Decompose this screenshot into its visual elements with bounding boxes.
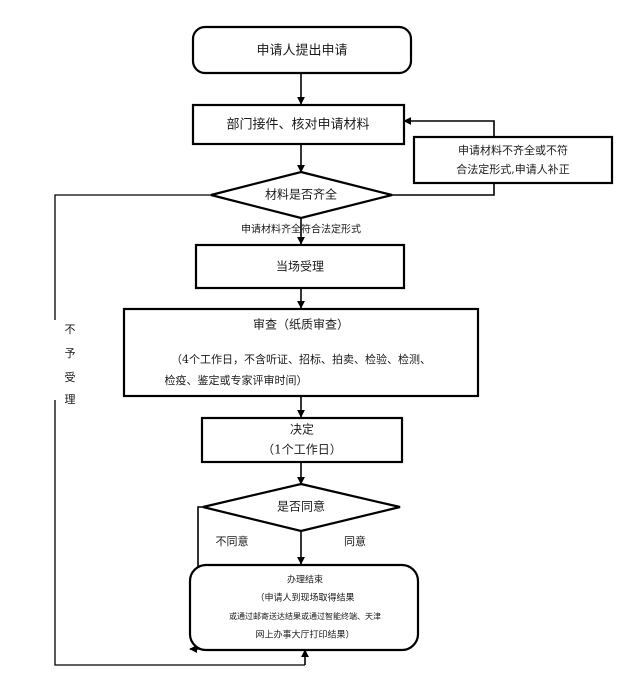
label-reject-char-2: 受 (65, 371, 76, 384)
node-finish-line4: 网上办事大厅打印结果） (255, 629, 354, 641)
node-review-note-line1: （4个工作日，不含听证、招标、拍卖、检验、检测、 (171, 352, 431, 366)
node-decide-title: 决定 (290, 422, 314, 437)
node-decision2: 是否同意 (202, 482, 401, 533)
label-reject-char-3: 理 (65, 393, 76, 406)
edge-decision1-reject-upper (54, 194, 211, 320)
node-review: 审查（纸质审查） （4个工作日，不含听证、招标、拍卖、检验、检测、 检疫、鉴定或… (122, 307, 480, 398)
node-review-note-line2: 检疫、鉴定或专家评审时间） (165, 373, 308, 387)
node-finish-line3: 或通过邮寄送达结果或通过智能终端、天津 (229, 611, 381, 621)
node-accept: 当场受理 (194, 243, 406, 290)
node-decision2-label: 是否同意 (277, 499, 325, 514)
node-finish-line2: （申请人到现场取得结果 (255, 592, 354, 604)
node-receive-label: 部门接件、核对申请材料 (226, 117, 369, 133)
label-qualified: 申请材料齐全符合法定形式 (241, 223, 361, 236)
node-receive: 部门接件、核对申请材料 (191, 103, 406, 146)
node-finish: 办理结束 （申请人到现场取得结果 或通过邮寄送达结果或通过智能终端、天津 网上办… (188, 563, 420, 652)
label-reject-char-1: 予 (65, 347, 76, 360)
node-finish-line1: 办理结束 (287, 574, 323, 586)
edge-correction-to-receive (403, 117, 495, 137)
edge-reject-lower-to-finish (54, 400, 305, 666)
node-decide-note: （1个工作日） (262, 443, 342, 457)
node-decision1-label: 材料是否齐全 (265, 187, 337, 202)
node-start: 申请人提出申请 (191, 25, 413, 75)
node-correction-line2: 合法定形式,申请人补正 (456, 162, 570, 176)
node-start-label: 申请人提出申请 (256, 43, 347, 59)
label-disagree: 不同意 (216, 534, 249, 548)
node-decision1: 材料是否齐全 (210, 170, 393, 220)
node-correction-line1: 申请材料不齐全或不符 (458, 143, 568, 157)
node-correction: 申请材料不齐全或不符 合法定形式,申请人补正 (412, 135, 614, 185)
node-review-title: 审查（纸质审查） (253, 317, 349, 332)
label-reject-vertical: 不 予 受 理 (65, 323, 76, 406)
label-reject-char-0: 不 (65, 323, 76, 336)
label-agree: 同意 (344, 534, 366, 548)
node-accept-label: 当场受理 (276, 260, 324, 274)
node-decide: 决定 （1个工作日） (200, 416, 404, 464)
